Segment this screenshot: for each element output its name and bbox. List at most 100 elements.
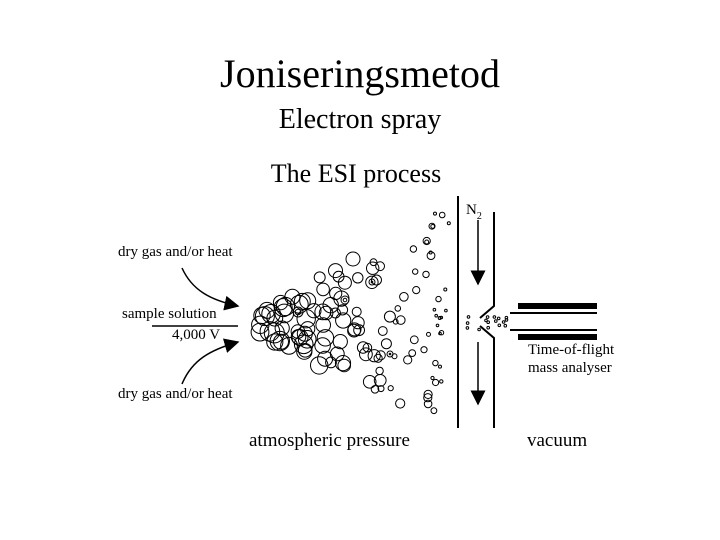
droplet	[387, 385, 394, 392]
droplet	[313, 271, 326, 284]
droplet	[437, 316, 442, 320]
droplet	[438, 331, 442, 336]
droplet	[394, 305, 402, 312]
droplet	[310, 356, 329, 375]
droplet	[297, 343, 313, 358]
droplet	[269, 330, 290, 352]
droplet	[373, 353, 383, 363]
droplet	[409, 335, 419, 345]
dry-gas-arrow-top	[181, 267, 240, 311]
droplet	[334, 355, 352, 372]
vacuum-label: vacuum	[527, 430, 587, 451]
droplet	[501, 320, 506, 324]
analyser-inlet	[510, 303, 597, 340]
slide-title: Joniseringsmetod	[220, 51, 500, 96]
droplet	[375, 261, 386, 272]
droplet	[503, 323, 508, 328]
droplet	[366, 261, 380, 275]
droplet	[367, 349, 381, 363]
droplet	[430, 407, 438, 415]
diagram-heading: The ESI process	[271, 159, 441, 188]
droplet	[439, 315, 444, 320]
droplet	[284, 288, 301, 305]
droplet	[369, 258, 378, 267]
droplet	[316, 282, 330, 297]
sample-solution-label: sample solution	[122, 306, 217, 322]
droplet	[351, 306, 362, 317]
droplet	[377, 385, 385, 393]
droplet	[432, 359, 439, 367]
droplet	[466, 315, 471, 319]
droplet	[362, 375, 377, 389]
droplet	[432, 307, 437, 312]
droplet	[424, 239, 430, 245]
droplet	[422, 236, 431, 246]
dry-gas-label-top: dry gas and/or heat	[118, 244, 233, 260]
droplet	[380, 338, 392, 350]
droplet	[336, 304, 349, 316]
droplet	[423, 393, 433, 403]
droplet	[371, 274, 382, 286]
droplet	[342, 297, 348, 303]
analyser-label-line2: mass analyser	[528, 360, 612, 376]
droplet	[377, 326, 388, 336]
droplet	[388, 352, 392, 356]
droplet	[370, 280, 374, 284]
droplet	[273, 298, 293, 318]
droplet	[274, 320, 290, 336]
droplet	[337, 358, 352, 373]
droplet	[296, 325, 313, 342]
dry-gas-label-bottom: dry gas and/or heat	[118, 386, 233, 402]
droplet	[438, 211, 446, 219]
droplet	[332, 270, 345, 283]
droplet	[353, 324, 366, 337]
droplet	[432, 378, 440, 387]
droplet	[365, 275, 379, 289]
droplet	[504, 318, 509, 322]
droplet	[329, 286, 343, 300]
droplet	[335, 312, 352, 329]
slide-subtitle: Electron spray	[278, 104, 442, 135]
droplet	[408, 349, 417, 358]
droplet	[347, 323, 361, 338]
droplet	[318, 305, 334, 321]
droplet	[332, 334, 348, 350]
droplet	[428, 222, 436, 230]
droplet	[433, 211, 437, 216]
droplet	[386, 350, 394, 358]
droplet	[484, 318, 488, 323]
droplet	[337, 275, 352, 290]
droplet	[290, 324, 306, 339]
droplet	[314, 337, 331, 354]
droplet	[430, 375, 435, 381]
droplet	[315, 317, 332, 333]
droplet	[392, 318, 399, 325]
droplet	[328, 263, 343, 279]
droplet	[351, 316, 365, 330]
droplet	[477, 327, 481, 332]
droplet	[340, 295, 350, 305]
droplet	[403, 355, 413, 365]
droplet	[486, 320, 491, 325]
droplet	[486, 325, 491, 330]
atmospheric-pressure-label: atmospheric pressure	[249, 430, 410, 451]
droplet	[299, 292, 317, 310]
droplet	[423, 399, 433, 409]
droplet	[465, 321, 470, 325]
droplet	[492, 315, 497, 319]
spray-droplets	[250, 211, 509, 415]
droplet	[412, 286, 421, 295]
droplet	[254, 306, 275, 327]
droplet	[420, 346, 428, 354]
droplet	[435, 295, 442, 303]
droplet	[297, 330, 317, 349]
droplet	[296, 309, 316, 329]
droplet	[396, 315, 406, 325]
analyser-label-line1: Time-of-flight	[528, 342, 615, 358]
droplet	[362, 342, 373, 353]
nitrogen-label: N2	[466, 202, 482, 222]
droplet	[352, 272, 364, 284]
droplet	[434, 313, 439, 318]
droplet	[409, 245, 418, 253]
